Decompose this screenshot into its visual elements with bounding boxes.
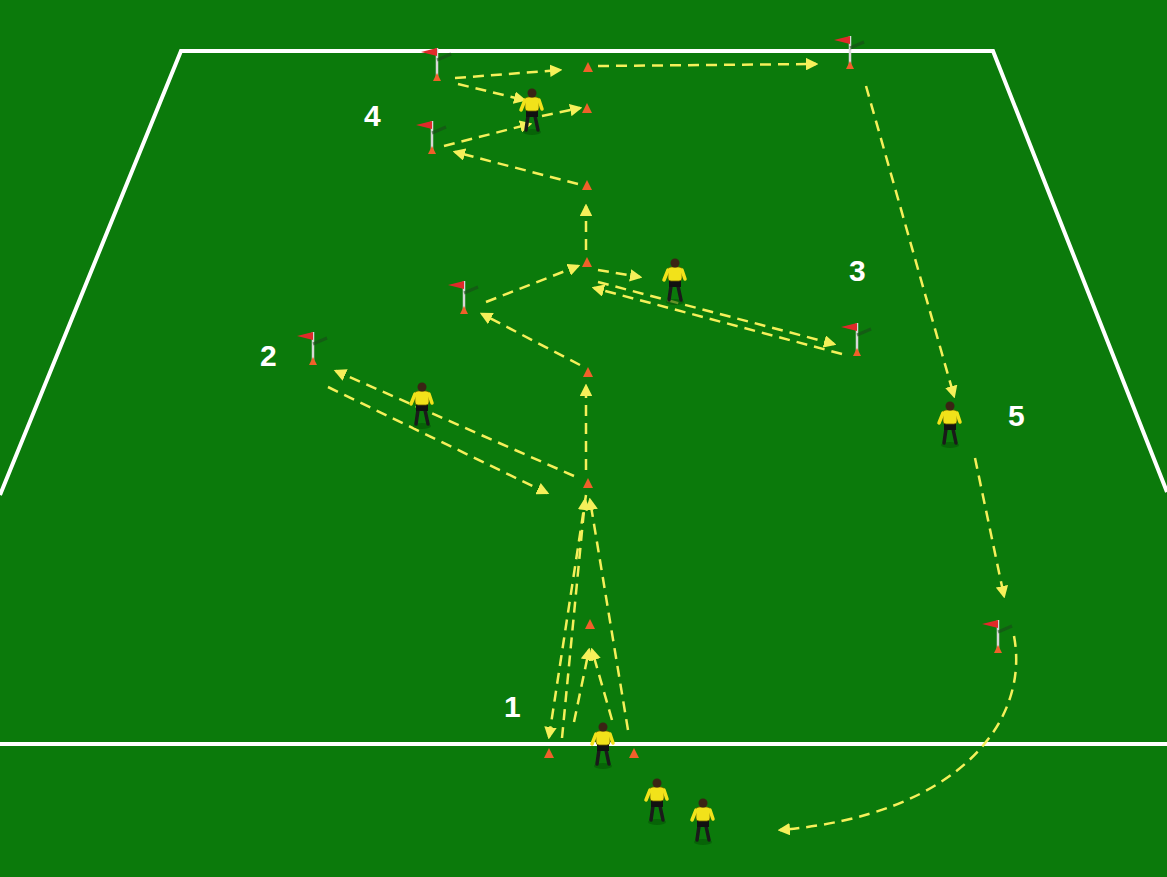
callout-number: 4 [364,101,381,131]
callout-number: 5 [1008,401,1025,431]
callout-number: 3 [849,256,866,286]
callout-number: 2 [260,341,277,371]
callout-number: 1 [504,692,521,722]
